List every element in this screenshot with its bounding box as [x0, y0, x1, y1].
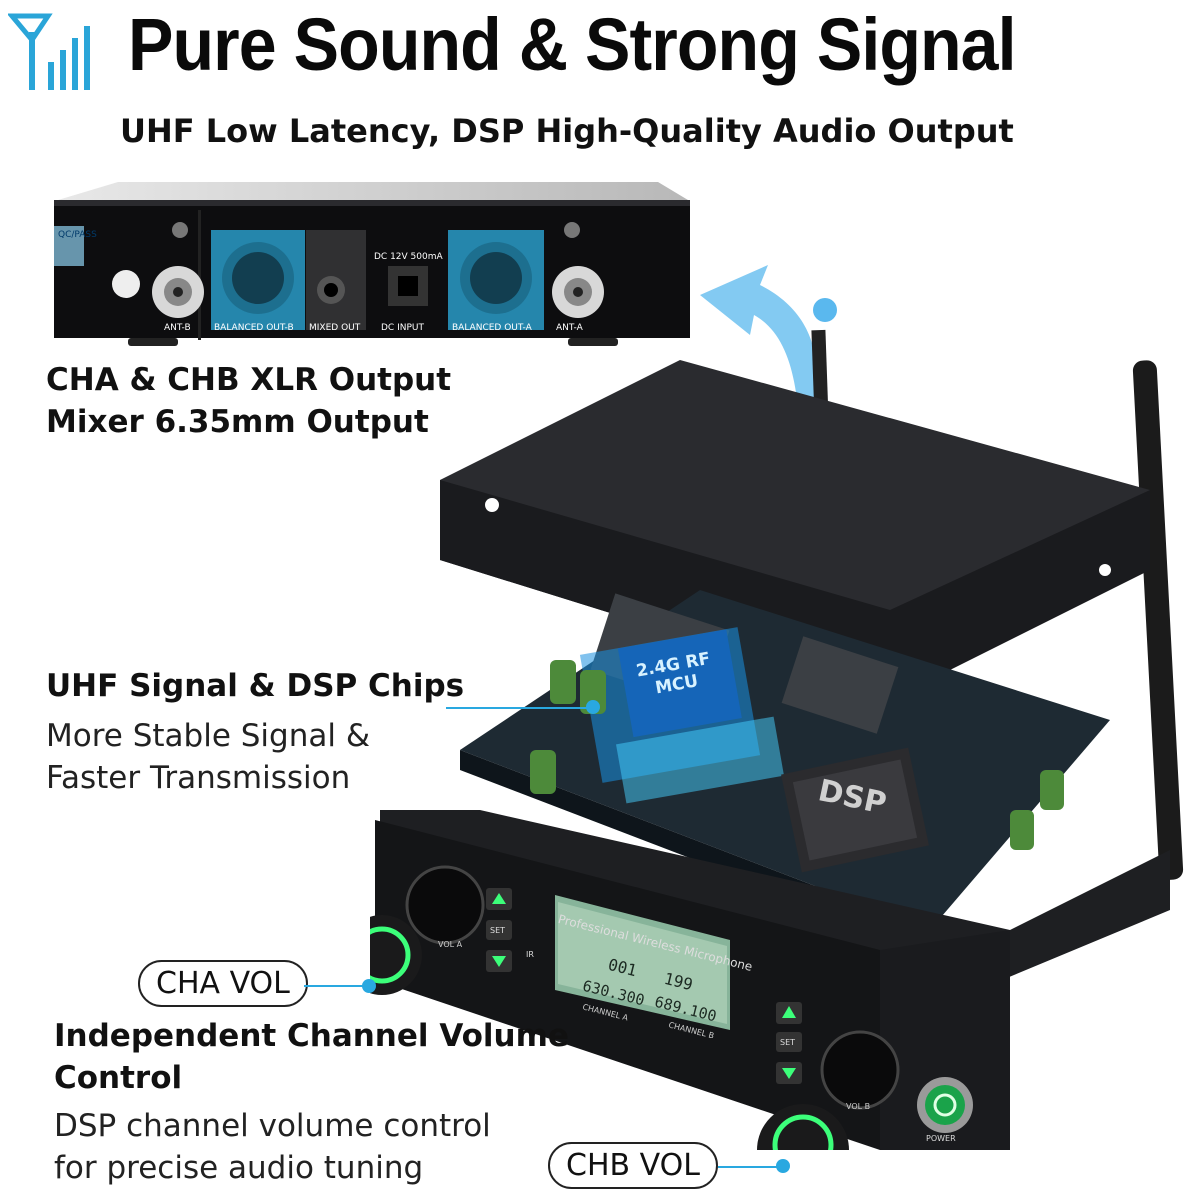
cha-vol-callout-line: [304, 985, 368, 987]
chips-callout-dot: [586, 700, 600, 714]
outputs-line-1: CHA & CHB XLR Output: [46, 362, 452, 398]
chips-desc-2: Faster Transmission: [46, 760, 351, 796]
port-label-balanced-out-b: BALANCED OUT-B: [214, 323, 294, 333]
rear-panel-illustration: [54, 182, 690, 346]
port-label-ant-b: ANT-B: [164, 323, 191, 333]
port-label-mixed-out: MIXED OUT: [309, 323, 361, 333]
volume-desc-1: DSP channel volume control: [54, 1108, 491, 1144]
signal-antenna-icon: [8, 13, 90, 90]
outputs-line-2: Mixer 6.35mm Output: [46, 404, 429, 440]
set-label-a: SET: [490, 926, 506, 935]
power-label: POWER: [926, 1134, 956, 1143]
set-label-b: SET: [780, 1038, 796, 1047]
qc-sticker-label: QC/PASS: [58, 230, 97, 240]
chips-desc-1: More Stable Signal &: [46, 718, 371, 754]
volume-title-1: Independent Channel Volume: [54, 1018, 569, 1054]
chb-vol-callout-line: [718, 1166, 782, 1168]
ir-label: IR: [526, 950, 534, 959]
device-exploded-illustration: [370, 298, 1184, 1150]
page-title: Pure Sound & Strong Signal: [128, 3, 1017, 86]
arrow-icon: [700, 265, 817, 440]
vol-a-label: VOL A: [438, 940, 463, 949]
chips-callout-line: [446, 707, 592, 709]
page-subtitle: UHF Low Latency, DSP High-Quality Audio …: [120, 112, 1014, 150]
port-label-balanced-out-a: BALANCED OUT-A: [452, 323, 532, 333]
chb-vol-callout: CHB VOL: [548, 1142, 718, 1189]
cha-vol-callout-dot: [362, 979, 376, 993]
volume-title-2: Control: [54, 1060, 183, 1096]
chips-title: UHF Signal & DSP Chips: [46, 668, 465, 704]
port-label-ant-a: ANT-A: [556, 323, 583, 333]
cha-vol-callout: CHA VOL: [138, 960, 308, 1007]
chb-vol-callout-dot: [776, 1159, 790, 1173]
dc-spec-label: DC 12V 500mA: [374, 252, 443, 262]
vol-b-label: VOL B: [846, 1102, 871, 1111]
port-label-dc-input: DC INPUT: [381, 323, 424, 333]
volume-desc-2: for precise audio tuning: [54, 1150, 424, 1186]
